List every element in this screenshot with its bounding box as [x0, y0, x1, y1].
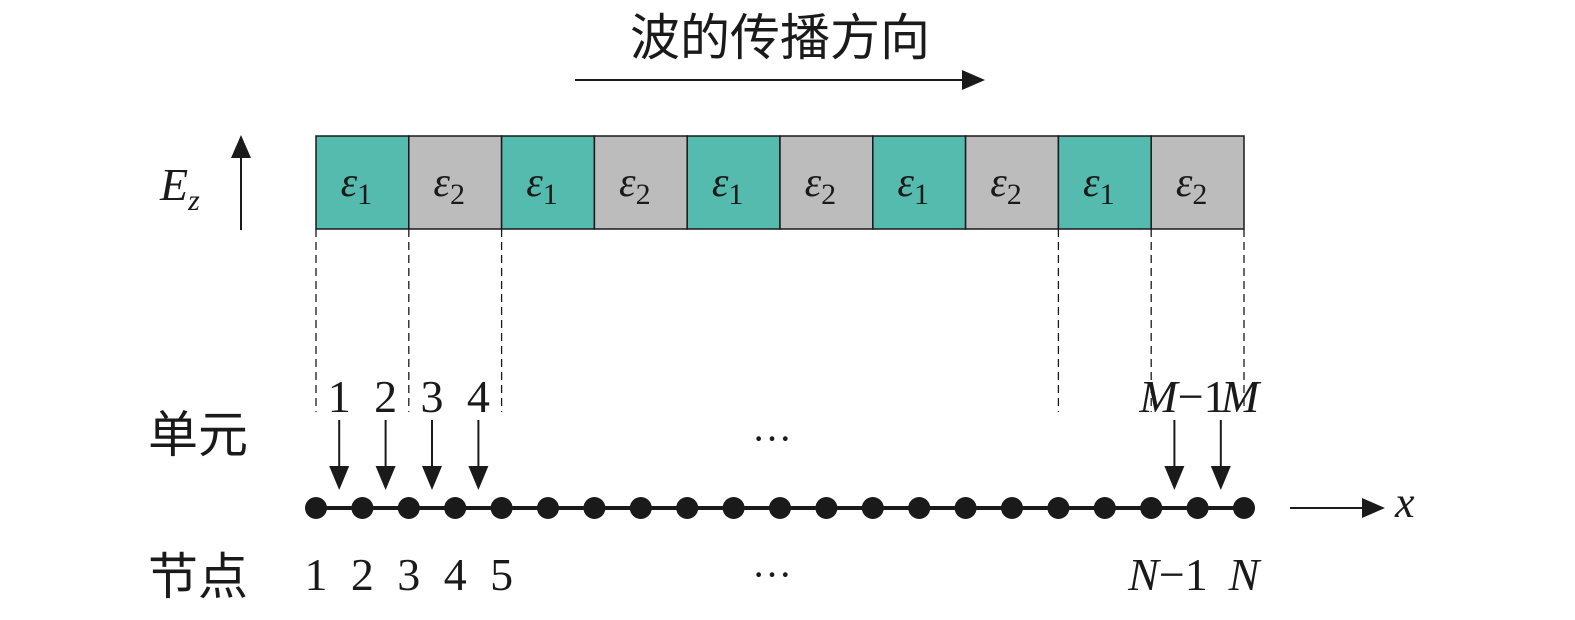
node-dot — [537, 497, 559, 519]
node-dot — [815, 497, 838, 519]
node-label-n: N — [1228, 549, 1262, 600]
element-row-label: 单元 — [148, 406, 248, 464]
element-arrow-head — [329, 466, 350, 490]
field-arrow-head — [231, 135, 251, 158]
cell-permittivity-label: ε1 — [897, 160, 929, 211]
node-number: 1 — [305, 549, 328, 600]
node-dot — [305, 497, 327, 519]
propagation-title: 波的传播方向 — [630, 9, 930, 67]
node-dot — [908, 497, 931, 519]
node-dot — [397, 497, 420, 519]
element-number: 1 — [328, 371, 351, 422]
node-dot — [490, 497, 513, 519]
cell-permittivity-label: ε2 — [433, 160, 465, 211]
element-number: 2 — [374, 371, 397, 422]
dashed-guides — [315, 229, 1245, 412]
node-dot — [861, 497, 884, 519]
element-arrows — [329, 420, 1231, 490]
cell-permittivity-label: ε2 — [1176, 160, 1208, 211]
element-ellipsis: ··· — [752, 416, 792, 461]
cell-9 — [1057, 135, 1152, 230]
node-dot — [629, 497, 652, 519]
x-axis-arrow-head — [1362, 498, 1385, 518]
node-row-label: 节点 — [148, 548, 248, 606]
element-label-m: M — [1220, 371, 1262, 422]
node-number: 4 — [444, 549, 467, 600]
cell-permittivity-label: ε1 — [341, 160, 373, 211]
node-dot — [676, 497, 699, 519]
node-dot — [1001, 497, 1023, 519]
cell-permittivity-label: ε2 — [805, 160, 837, 211]
element-arrow-head — [468, 466, 489, 490]
node-dots — [305, 497, 1255, 519]
node-dot — [1233, 497, 1255, 519]
cell-10 — [1150, 135, 1245, 230]
cell-1 — [315, 135, 410, 230]
element-label-m-minus-1: M−1 — [1138, 371, 1226, 422]
node-dot — [1140, 497, 1163, 519]
node-dot — [1186, 497, 1209, 519]
node-number: 5 — [490, 549, 513, 600]
element-number: 4 — [467, 371, 490, 422]
node-number: 2 — [351, 549, 374, 600]
node-number: 3 — [397, 549, 420, 600]
element-arrow-head — [375, 466, 396, 490]
node-label-n-minus-1: N−1 — [1127, 549, 1208, 600]
node-dot — [583, 497, 606, 519]
propagation-arrow-head — [962, 70, 985, 90]
cell-permittivity-label: ε2 — [990, 160, 1022, 211]
cell-permittivity-label: ε2 — [619, 160, 651, 211]
cell-2 — [408, 135, 503, 230]
node-dot — [1047, 497, 1070, 519]
node-dot — [1093, 497, 1116, 519]
cell-permittivity-label: ε1 — [1083, 160, 1115, 211]
cell-permittivity-label: ε1 — [712, 160, 744, 211]
node-dot — [722, 497, 745, 519]
node-dot — [954, 497, 977, 519]
x-axis-label: x — [1394, 478, 1415, 527]
cell-3 — [500, 135, 596, 230]
element-arrow-head — [422, 466, 442, 490]
element-arrow-head — [1164, 466, 1185, 490]
cell-8 — [964, 135, 1060, 230]
element-number: 3 — [421, 371, 444, 422]
node-dot — [769, 497, 791, 519]
node-dot — [444, 497, 467, 519]
element-arrow-head — [1210, 466, 1231, 490]
node-ellipsis: ··· — [752, 552, 792, 597]
cell-7 — [872, 135, 967, 230]
cell-permittivity-label: ε1 — [526, 160, 558, 211]
material-cells: ε1 ε2 ε1 ε2 ε1 ε2 ε1 ε2 ε1 ε2 — [315, 135, 1245, 230]
cell-5 — [686, 135, 781, 230]
field-label: Ez — [159, 159, 200, 217]
cell-4 — [593, 135, 688, 230]
node-dot — [351, 497, 374, 519]
cell-6 — [779, 135, 874, 230]
